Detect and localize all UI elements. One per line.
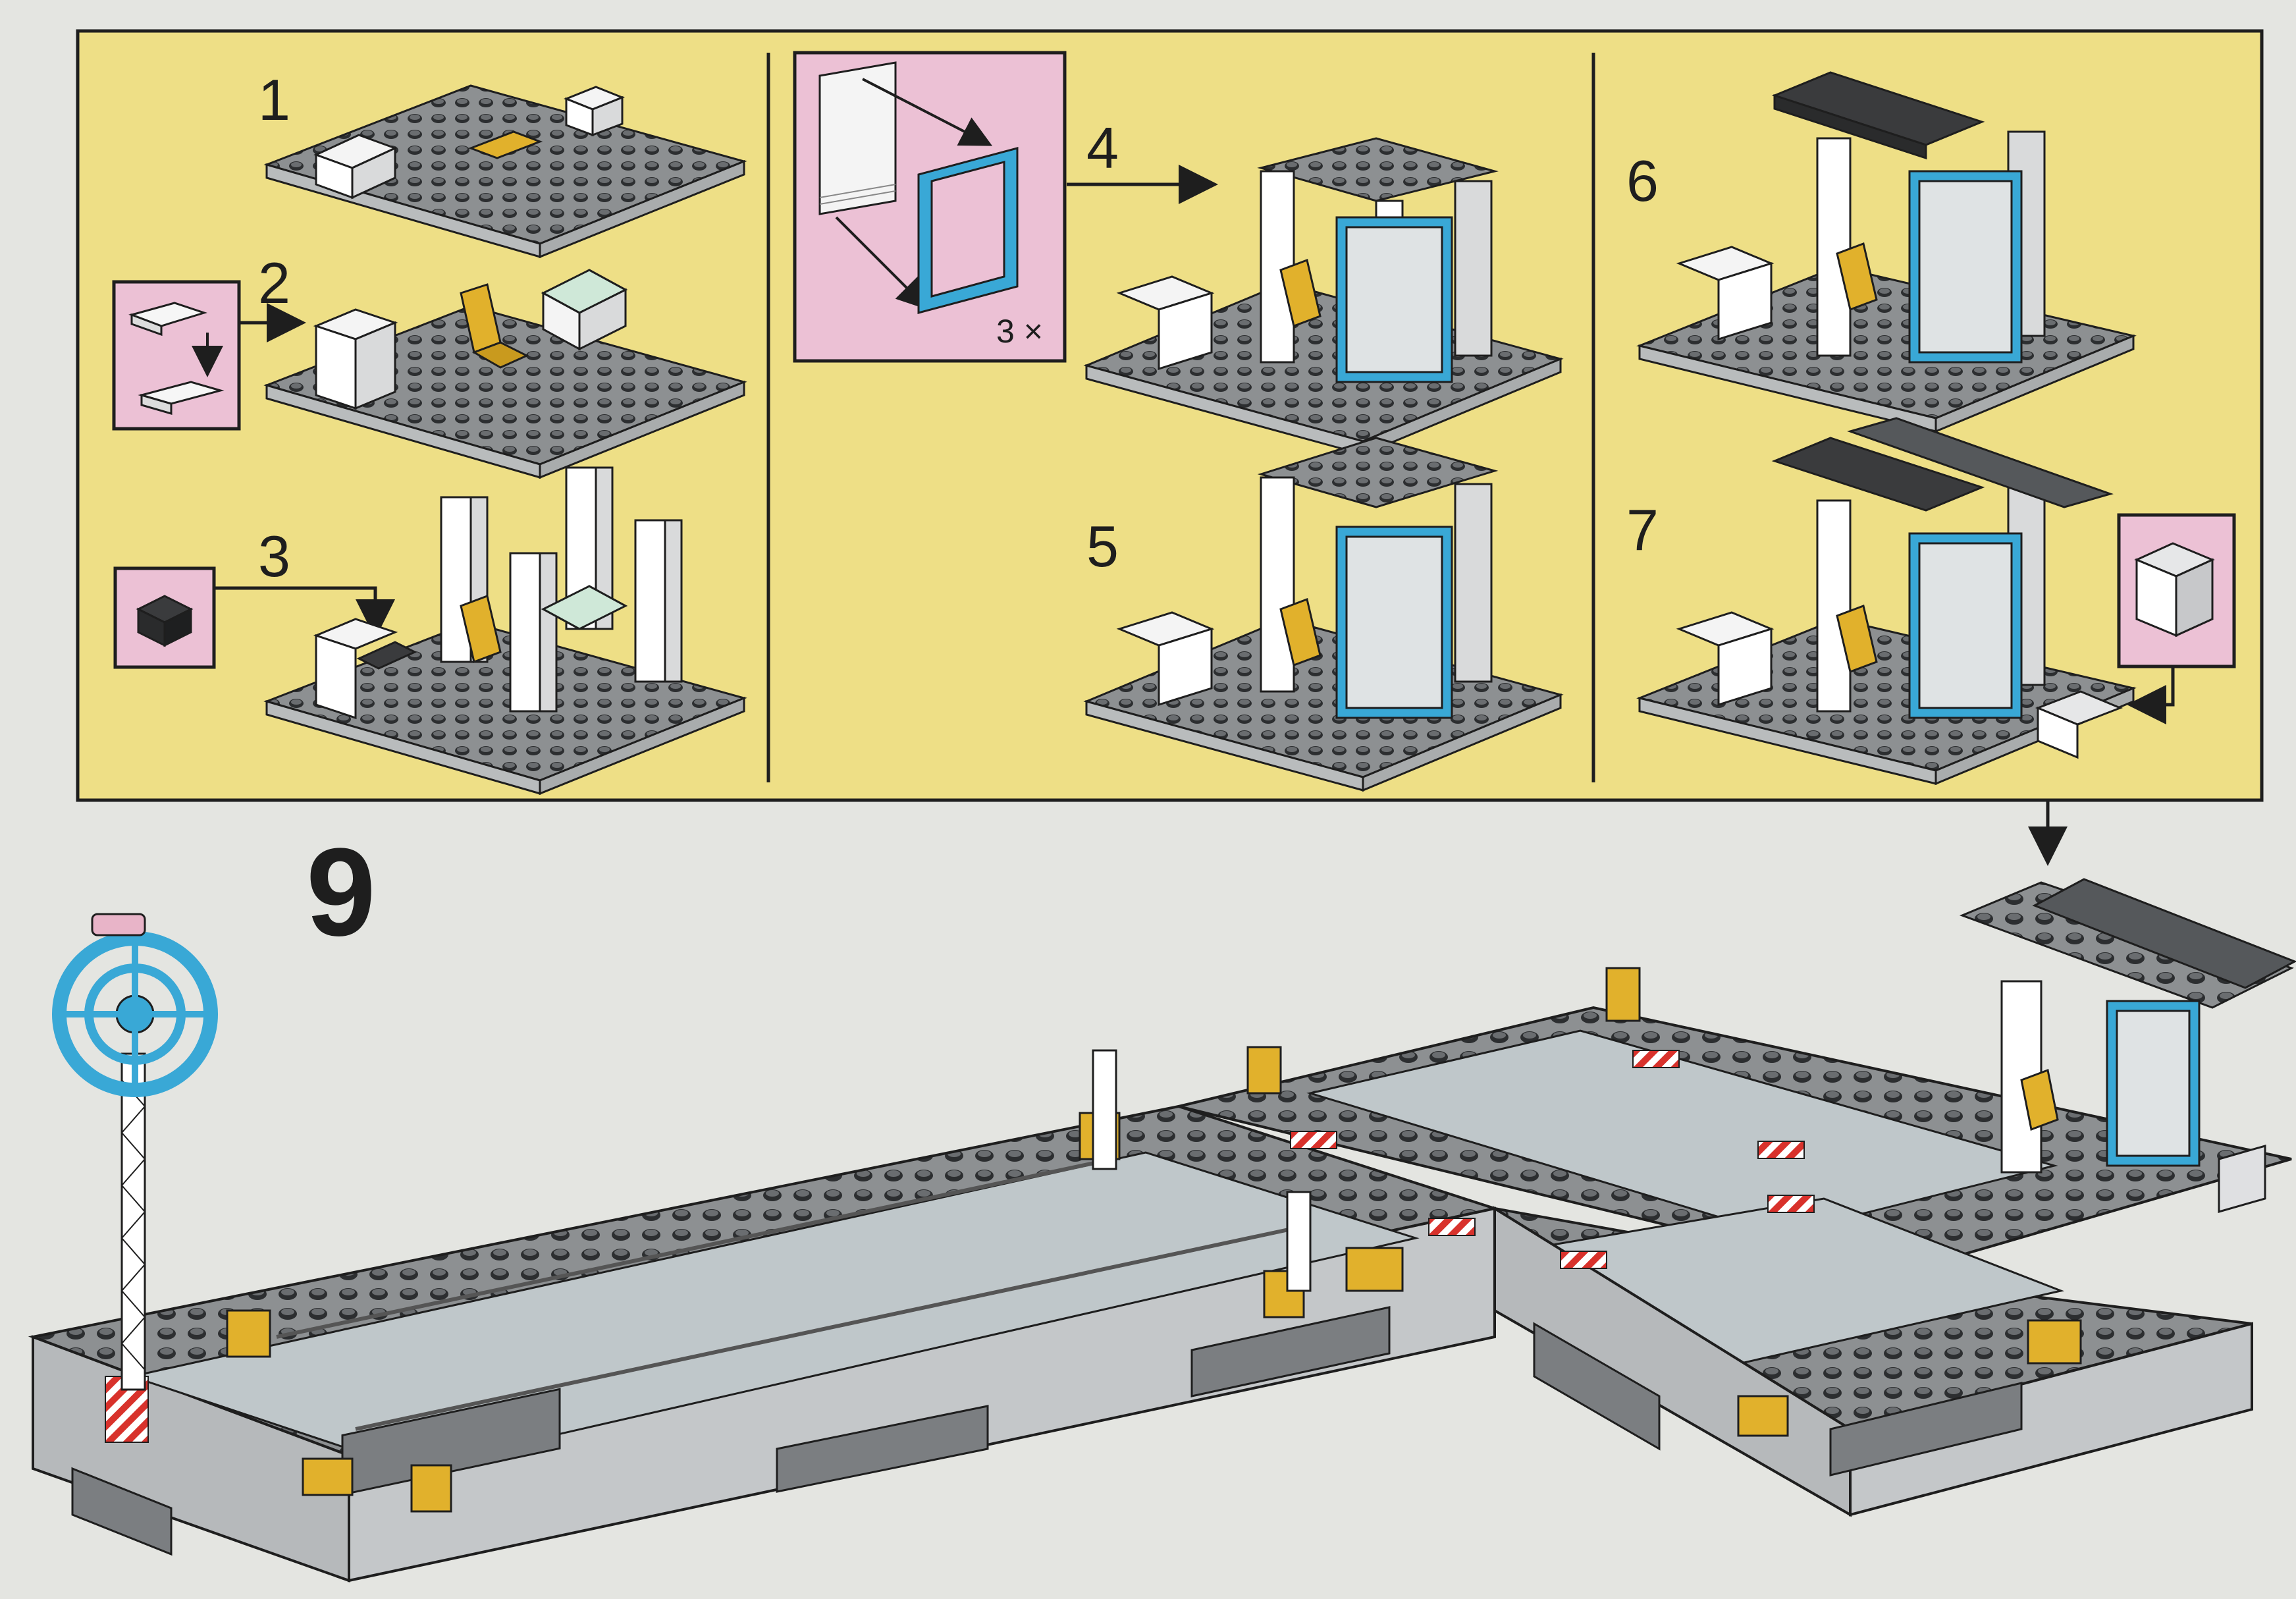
road-surface — [1306, 1029, 2058, 1236]
hazard-marker — [1560, 1251, 1607, 1269]
rail-track — [355, 1223, 1311, 1431]
lego-brick-icon — [1158, 627, 1213, 707]
hazard-marker — [1632, 1050, 1680, 1068]
lego-brick-icon — [313, 134, 398, 200]
seat-icon — [2020, 1068, 2059, 1131]
support-brick — [2218, 1145, 2266, 1213]
callout-box: 3 × — [793, 51, 1067, 363]
step-6: 6 — [1626, 71, 2137, 433]
booth-walls — [1257, 137, 1499, 383]
step-1: 1 — [258, 67, 747, 259]
pink-cap — [91, 913, 146, 936]
step-number: 7 — [1626, 497, 1659, 562]
seat-icon — [460, 594, 502, 664]
seat-icon — [1279, 597, 1322, 667]
seat-icon — [460, 283, 529, 369]
step-number: 1 — [258, 67, 290, 132]
roof-plate — [2032, 878, 2296, 989]
callout-box — [112, 280, 241, 431]
yellow-clip — [1246, 1046, 1282, 1095]
step-7: 7 — [1626, 417, 2236, 786]
side-panel — [776, 1405, 989, 1493]
step-number: 4 — [1086, 115, 1119, 180]
hazard-marker — [1757, 1141, 1805, 1159]
booth-walls — [1257, 437, 1499, 719]
column-brick — [634, 519, 683, 683]
arrow-icon — [214, 586, 395, 639]
yellow-clip — [410, 1464, 452, 1513]
yellow-clip — [1345, 1247, 1404, 1292]
step-4: 4 3 × — [793, 51, 1564, 456]
arrow-icon — [835, 216, 929, 310]
hazard-marker — [1767, 1195, 1815, 1213]
lego-plate-icon — [140, 394, 173, 415]
booth-walls — [1816, 130, 2046, 364]
step-number: 6 — [1626, 148, 1659, 213]
lego-brick-icon — [1717, 627, 1773, 707]
base-side — [1849, 1322, 2253, 1517]
column-brick — [440, 496, 489, 663]
step-number: 5 — [1086, 514, 1119, 579]
window-frame-icon — [917, 147, 1019, 314]
stage-number: 9 — [306, 823, 376, 962]
seat-icon — [1279, 258, 1322, 328]
lego-brick-icon — [1158, 291, 1213, 371]
hazard-marker — [1290, 1131, 1337, 1149]
roof-plate — [1771, 71, 1985, 160]
multiplier-label: 3 × — [996, 313, 1043, 350]
step-3: 3 — [113, 466, 747, 796]
lego-brick-icon — [563, 86, 626, 137]
arrow-icon — [2127, 666, 2175, 724]
roof-plate — [1771, 417, 2114, 512]
lego-brick-icon — [1717, 261, 1773, 341]
support-brick — [2035, 690, 2123, 759]
lego-brick-icon — [467, 130, 543, 159]
telephone-brick-icon — [356, 641, 417, 670]
yellow-clip — [1737, 1395, 1789, 1437]
yellow-clip — [302, 1457, 354, 1496]
wheel-tower-icon — [52, 913, 218, 1391]
lego-plate-icon — [130, 313, 163, 337]
side-panel — [1829, 1382, 2023, 1477]
telephone-brick-icon — [136, 595, 194, 647]
main-assembly — [28, 878, 2296, 1583]
step-number: 3 — [258, 524, 290, 589]
step-2: 2 — [112, 250, 747, 479]
white-post — [1286, 1191, 1312, 1292]
hazard-marker — [1428, 1218, 1476, 1236]
yellow-clip — [226, 1309, 271, 1358]
booth-walls — [1816, 486, 2046, 719]
road-surface — [128, 1151, 1420, 1470]
column-brick — [509, 552, 558, 713]
white-post — [1092, 1049, 1117, 1170]
computer-console-icon — [541, 269, 628, 351]
yellow-clip — [2027, 1319, 2082, 1365]
control-booth — [1959, 878, 2296, 1213]
side-panel — [1190, 1306, 1391, 1397]
side-panel — [1533, 1322, 1661, 1451]
seat-icon — [1836, 604, 1878, 674]
step-5: 5 — [1083, 437, 1564, 792]
callout-box — [2117, 513, 2236, 668]
lego-brick-icon — [313, 308, 398, 410]
lego-brick-icon — [315, 634, 357, 720]
callout-box — [113, 566, 216, 669]
arrow-icon — [862, 78, 993, 146]
yellow-clip — [1605, 967, 1641, 1022]
side-panel — [71, 1467, 173, 1556]
computer-console-icon — [541, 585, 628, 630]
lego-brick-icon — [2134, 542, 2215, 637]
rail-track — [276, 1157, 1113, 1339]
seat-icon — [1836, 242, 1878, 312]
door-panel-icon — [818, 61, 897, 215]
step-number: 2 — [258, 250, 290, 315]
